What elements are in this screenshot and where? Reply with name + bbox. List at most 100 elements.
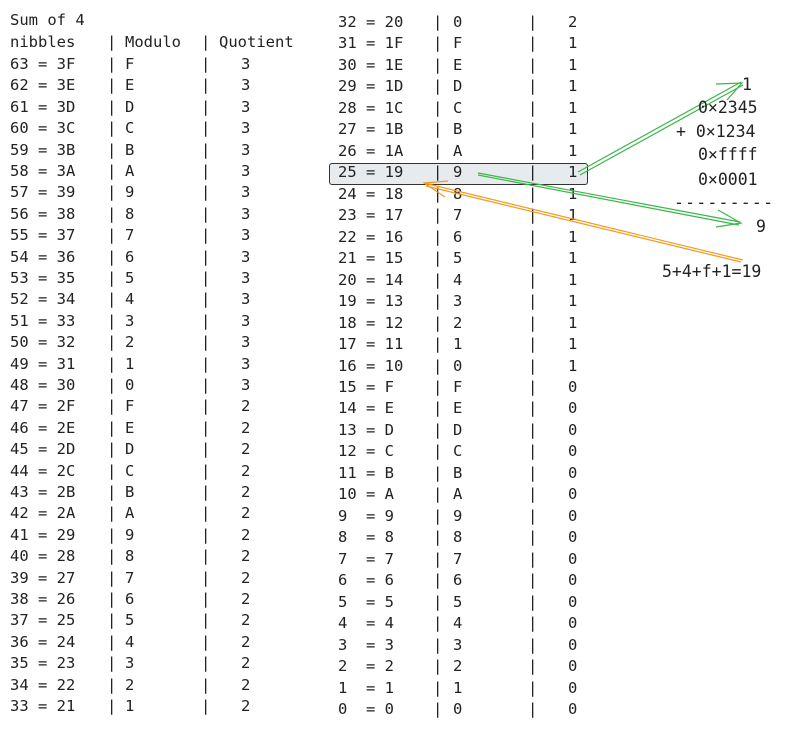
column-separator: | [107, 333, 117, 352]
row-value: 60 = 3C [10, 119, 76, 138]
row-value: 6 = 6 [338, 571, 394, 590]
row-quotient: 1 [568, 356, 578, 375]
row-modulo: 0 [453, 13, 463, 31]
row-value: 61 = 3D [10, 97, 76, 116]
row-value: 59 = 3B [10, 140, 76, 159]
column-separator: | [201, 504, 211, 523]
column-separator: | [433, 120, 443, 139]
column-separator: | [107, 162, 117, 180]
column-separator: | [433, 227, 443, 246]
column-separator: | [433, 614, 443, 633]
header-modulo: Modulo [125, 33, 181, 51]
row-modulo: F [125, 55, 135, 73]
row-quotient: 2 [241, 440, 251, 459]
row-quotient: 0 [568, 678, 578, 697]
column-separator: | [107, 397, 117, 416]
column-separator: | [201, 76, 211, 95]
row-modulo: 0 [125, 376, 135, 394]
column-separator: | [107, 55, 117, 73]
row-value: 26 = 1A [338, 141, 404, 160]
row-quotient: 1 [568, 55, 578, 74]
column-separator: | [107, 376, 117, 394]
row-modulo: 4 [125, 290, 135, 309]
column-separator: | [107, 525, 117, 544]
column-separator: | [433, 463, 443, 482]
column-separator: | [107, 590, 117, 608]
row-value: 3 = 3 [338, 635, 394, 654]
column-separator: | [528, 657, 538, 676]
row-value: 20 = 14 [338, 270, 404, 289]
column-separator: | [433, 506, 443, 525]
column-separator: | [433, 592, 443, 611]
row-modulo: E [453, 399, 463, 418]
row-modulo: 1 [453, 678, 463, 697]
row-quotient: 1 [568, 292, 578, 311]
column-separator: | [433, 292, 443, 311]
column-separator: | [201, 697, 211, 715]
column-separator: | [107, 119, 117, 138]
row-modulo: D [453, 77, 463, 96]
row-value: 7 = 7 [338, 549, 394, 568]
row-quotient: 0 [568, 506, 578, 525]
column-separator: | [433, 77, 443, 96]
column-separator: | [107, 568, 117, 587]
column-separator: | [201, 632, 211, 651]
column-separator: | [201, 547, 211, 566]
row-quotient: 2 [241, 590, 251, 608]
row-quotient: 3 [241, 226, 251, 245]
row-modulo: B [453, 463, 463, 482]
row-quotient: 0 [568, 463, 578, 482]
row-value: 40 = 28 [10, 547, 76, 566]
column-separator: | [528, 77, 538, 96]
row-modulo: 4 [453, 270, 463, 289]
row-value: 42 = 2A [10, 504, 76, 523]
row-quotient: 0 [568, 657, 578, 676]
column-separator: | [433, 184, 443, 203]
row-value: 38 = 26 [10, 590, 76, 608]
column-separator: | [433, 635, 443, 654]
green-arrow-result [477, 172, 743, 228]
row-modulo: E [125, 76, 135, 95]
row-value: 15 = F [338, 377, 394, 396]
column-separator: | [528, 356, 538, 375]
row-modulo: 2 [453, 657, 463, 676]
header-quotient: Quotient [219, 33, 294, 51]
row-quotient: 1 [568, 163, 578, 182]
column-separator: | [201, 568, 211, 587]
row-quotient: 1 [568, 34, 578, 53]
column-separator: | [528, 377, 538, 396]
column-separator: | [528, 335, 538, 354]
highlighted-row-box [329, 163, 588, 185]
green-arrow-carry [577, 81, 744, 176]
row-quotient: 1 [568, 313, 578, 332]
row-quotient: 2 [241, 547, 251, 566]
carry-digit: 1 [742, 75, 752, 94]
column-separator: | [528, 678, 538, 697]
column-separator: | [528, 420, 538, 439]
column-separator: | [107, 440, 117, 459]
row-modulo: 3 [125, 654, 135, 673]
column-separator: | [107, 654, 117, 673]
row-quotient: 0 [568, 420, 578, 439]
column-separator: | [107, 547, 117, 566]
addend-3: 0×ffff [698, 145, 758, 164]
column-separator: | [528, 700, 538, 719]
column-separator: | [107, 483, 117, 501]
column-separator: | [528, 98, 538, 117]
row-modulo: 1 [125, 354, 135, 373]
row-quotient: 0 [568, 700, 578, 719]
row-quotient: 1 [568, 184, 578, 203]
column-separator: | [433, 442, 443, 461]
column-separator: | [107, 76, 117, 95]
column-separator: | [528, 635, 538, 654]
row-modulo: 9 [125, 183, 135, 202]
row-value: 57 = 39 [10, 183, 76, 202]
row-value: 51 = 33 [10, 311, 76, 330]
row-modulo: A [125, 162, 135, 180]
row-quotient: 3 [241, 269, 251, 287]
row-modulo: 0 [453, 700, 463, 719]
header-separator: | [201, 33, 211, 51]
column-separator: | [433, 700, 443, 719]
row-value: 41 = 29 [10, 525, 76, 544]
